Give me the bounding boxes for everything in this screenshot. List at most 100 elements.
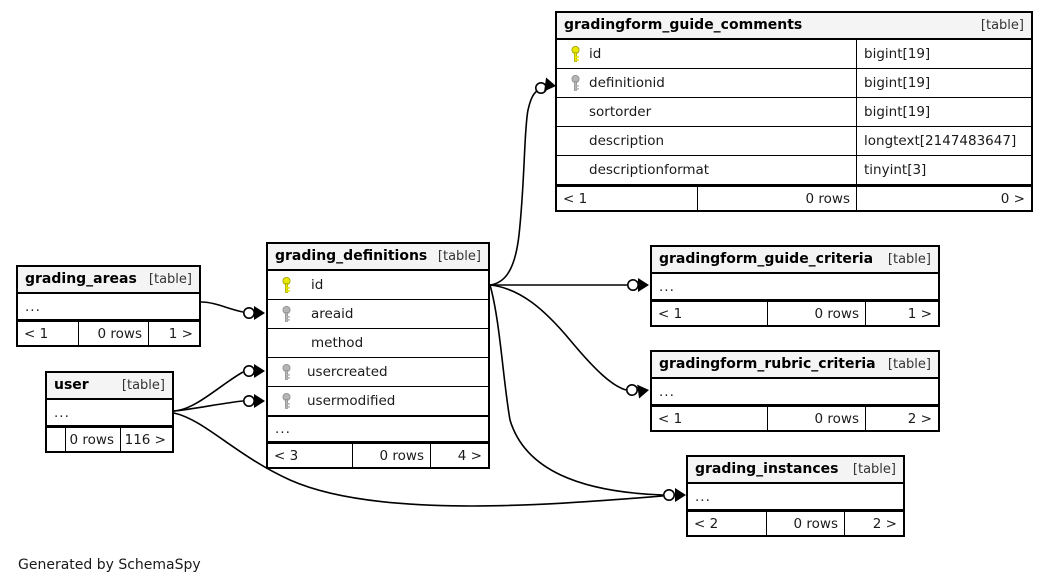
column-label: description — [589, 133, 665, 149]
foreign-key-icon — [564, 74, 586, 92]
table-gradingform-guide-comments[interactable]: gradingform_guide_comments [table] id bi… — [555, 11, 1033, 212]
table-grading-instances[interactable]: grading_instances [table] ... < 2 0 rows… — [686, 455, 905, 537]
table-type-tag: [table] — [852, 462, 896, 477]
footer-row-count: 0 rows — [352, 444, 430, 467]
table-header: grading_definitions [table] — [268, 244, 488, 271]
column-label: usercreated — [307, 364, 388, 380]
table-grading-areas[interactable]: grading_areas [table] ... < 1 0 rows 1 > — [16, 265, 201, 347]
footer-parents-count[interactable]: < 1 — [658, 305, 683, 322]
footer-parents-count[interactable]: < 1 — [658, 410, 683, 427]
table-header: gradingform_guide_criteria [table] — [652, 247, 938, 274]
column-type-cell: bigint[19] — [856, 40, 1031, 68]
column-label: definitionid — [589, 75, 665, 91]
table-type-tag: [table] — [148, 272, 192, 287]
edge-definitions-to-guide-comments — [489, 88, 541, 286]
footer-children-count[interactable]: 4 > — [430, 444, 488, 467]
table-title: grading_areas — [25, 271, 137, 287]
table-header: gradingform_rubric_criteria [table] — [652, 352, 938, 379]
table-row[interactable]: id bigint[19] — [557, 40, 1031, 69]
footer-parents-count[interactable] — [47, 428, 65, 451]
primary-key-icon — [275, 276, 297, 294]
table-type-tag: [table] — [437, 249, 481, 264]
column-label: id — [589, 46, 602, 62]
table-type-tag: [table] — [121, 378, 165, 393]
table-user[interactable]: user [table] ... 0 rows 116 > — [45, 371, 174, 453]
edge-user-to-usermodified — [173, 400, 244, 412]
table-row[interactable]: method — [268, 329, 488, 358]
footer-row-count: 0 rows — [766, 512, 844, 535]
table-type-tag: [table] — [980, 18, 1024, 33]
table-grading-definitions[interactable]: grading_definitions [table] id — [266, 242, 490, 469]
footer-parents-count[interactable]: < 3 — [274, 447, 299, 464]
footer-children-count[interactable]: 2 > — [844, 512, 903, 535]
column-type: bigint[19] — [864, 104, 931, 120]
edge-areas-to-definitions-areaid — [200, 301, 244, 313]
more-columns-indicator: ... — [47, 400, 172, 426]
column-label: method — [311, 335, 364, 351]
footer-children-count[interactable]: 116 > — [120, 428, 172, 451]
footer-children-count[interactable]: 1 > — [865, 302, 938, 325]
more-columns-indicator: ... — [18, 294, 199, 320]
more-columns-indicator: ... — [268, 416, 488, 442]
table-title: gradingform_rubric_criteria — [659, 356, 876, 372]
column-name-cell: id — [557, 45, 856, 63]
table-header: user [table] — [47, 373, 172, 400]
table-footer: < 2 0 rows 2 > — [688, 510, 903, 535]
column-type: bigint[19] — [864, 46, 931, 62]
column-name-cell: definitionid — [557, 74, 856, 92]
footer-row-count: 0 rows — [767, 302, 865, 325]
foreign-key-icon — [275, 305, 297, 323]
footer-parents-count[interactable]: < 1 — [563, 190, 588, 207]
edge-definitions-to-grading-instances — [489, 284, 664, 496]
column-label: descriptionformat — [589, 162, 710, 178]
table-header: grading_instances [table] — [688, 457, 903, 484]
table-gradingform-rubric-criteria[interactable]: gradingform_rubric_criteria [table] ... … — [650, 350, 940, 432]
table-row[interactable]: id — [268, 271, 488, 300]
column-type-cell: bigint[19] — [856, 69, 1031, 97]
table-footer: 0 rows 116 > — [47, 426, 172, 451]
footer-children-count[interactable]: 0 > — [856, 187, 1031, 210]
column-name-cell: sortorder — [557, 104, 856, 120]
generator-credit: Generated by SchemaSpy — [18, 557, 201, 573]
footer-children-count[interactable]: 1 > — [148, 322, 199, 345]
table-header: gradingform_guide_comments [table] — [557, 13, 1031, 40]
column-type-cell: tinyint[3] — [856, 156, 1031, 184]
column-label: areaid — [311, 306, 354, 322]
column-type: tinyint[3] — [864, 162, 927, 178]
table-row[interactable]: usermodified — [268, 387, 488, 416]
table-gradingform-guide-criteria[interactable]: gradingform_guide_criteria [table] ... <… — [650, 245, 940, 327]
table-row[interactable]: definitionid bigint[19] — [557, 69, 1031, 98]
table-footer: < 1 0 rows 0 > — [557, 185, 1031, 210]
footer-row-count: 0 rows — [767, 407, 865, 430]
footer-parents-count[interactable]: < 2 — [694, 515, 719, 532]
column-type-cell: bigint[19] — [856, 98, 1031, 126]
table-row[interactable]: description longtext[2147483647] — [557, 127, 1031, 156]
table-title: user — [54, 377, 89, 393]
column-label: usermodified — [307, 393, 396, 409]
table-type-tag: [table] — [887, 357, 931, 372]
column-name-cell: usermodified — [268, 392, 488, 410]
table-footer: < 1 0 rows 2 > — [652, 405, 938, 430]
table-row[interactable]: sortorder bigint[19] — [557, 98, 1031, 127]
column-label: id — [311, 277, 324, 293]
foreign-key-icon — [275, 363, 297, 381]
table-header: grading_areas [table] — [18, 267, 199, 294]
table-title: grading_definitions — [275, 248, 428, 264]
more-columns-indicator: ... — [652, 274, 938, 300]
column-type: longtext[2147483647] — [864, 133, 1017, 149]
column-name-cell: areaid — [268, 305, 488, 323]
footer-parents-count[interactable]: < 1 — [24, 325, 49, 342]
table-row[interactable]: areaid — [268, 300, 488, 329]
table-row[interactable]: descriptionformat tinyint[3] — [557, 156, 1031, 185]
table-row[interactable]: usercreated — [268, 358, 488, 387]
edge-user-to-usercreated — [173, 371, 244, 412]
column-name-cell: method — [268, 335, 488, 351]
footer-row-count: 0 rows — [697, 187, 856, 210]
table-title: gradingform_guide_comments — [564, 17, 803, 33]
table-footer: < 1 0 rows 1 > — [18, 320, 199, 345]
primary-key-icon — [564, 45, 586, 63]
column-type: bigint[19] — [864, 75, 931, 91]
table-title: grading_instances — [695, 461, 839, 477]
footer-children-count[interactable]: 2 > — [865, 407, 938, 430]
